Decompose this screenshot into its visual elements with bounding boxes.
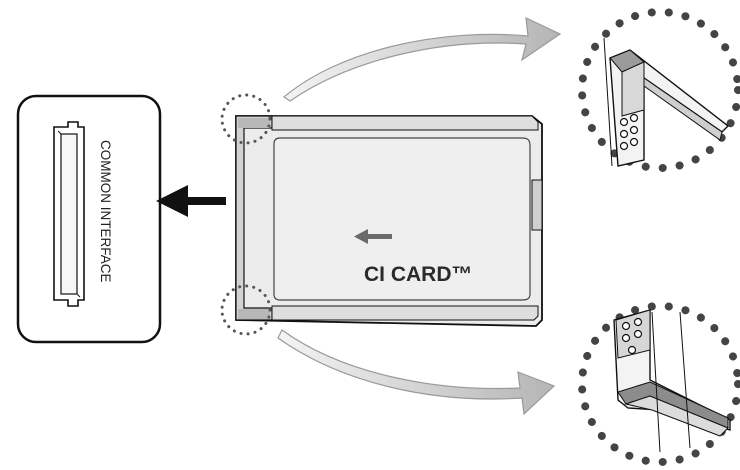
slot-panel: COMMON INTERFACE (16, 94, 162, 344)
common-interface-slot (53, 121, 85, 307)
detail-circle-top (578, 8, 740, 172)
slot-label: COMMON INTERFACE (98, 140, 113, 283)
dotted-circle (578, 302, 740, 466)
curved-arrow-top (283, 17, 562, 102)
slot-panel-frame (16, 94, 162, 344)
card-corner-marker-top (220, 93, 272, 145)
detail-circle-bottom (578, 302, 740, 466)
card-corner-detail (613, 309, 731, 453)
card-corner-marker-bottom (220, 284, 272, 336)
card-direction-arrow (354, 229, 392, 244)
card-label: CI CARD™ (364, 263, 473, 286)
insert-direction-arrow (156, 185, 226, 217)
ci-card: CI CARD™ (235, 115, 543, 327)
curved-arrow-bottom (277, 329, 556, 416)
card-corner-detail (603, 37, 730, 167)
card-label-area (273, 137, 531, 301)
